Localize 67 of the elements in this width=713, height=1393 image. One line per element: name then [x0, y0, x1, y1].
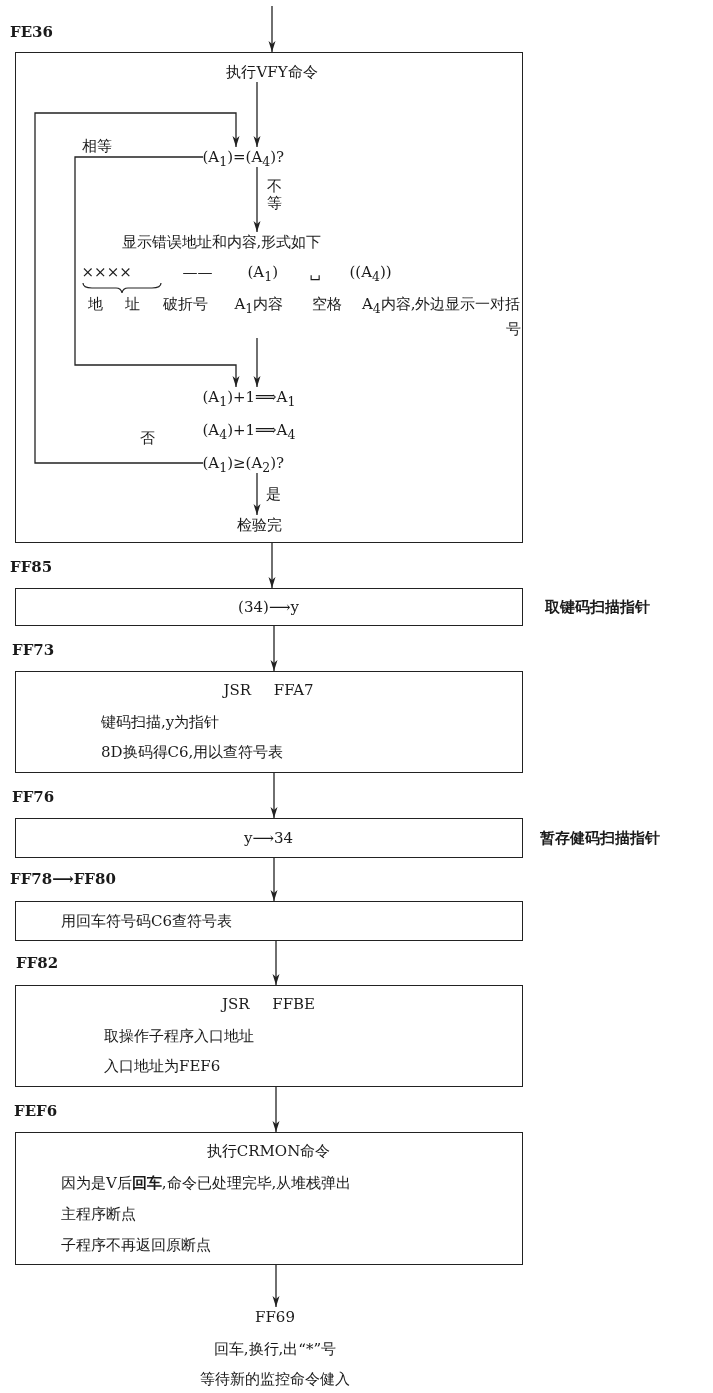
step-text: 显示错误地址和内容,形式如下 [121, 231, 323, 252]
arrow [268, 542, 276, 589]
process-box [15, 588, 523, 626]
edge-label: 是 [266, 484, 281, 504]
side-note: FE36 [10, 22, 53, 42]
arrow [74, 156, 240, 388]
step-text: 回车,换行,出“*”号 [212, 1339, 338, 1359]
side-note: 暂存健码扫描指针 [540, 828, 660, 848]
side-note: FF76 [12, 787, 55, 807]
step-text: 地址 [87, 293, 158, 314]
step-text: 执行VFY命令 [209, 61, 335, 82]
process-box [15, 818, 523, 858]
step-text: (A$_{1}$) [247, 261, 279, 286]
process-box [15, 901, 523, 941]
edge-label: 不等 [267, 178, 282, 211]
step-text: 因为是V后回车,命令已处理完毕,从堆栈弹出 [61, 1173, 353, 1193]
step-text: A$_{4}$内容,外边显示一对括号 [360, 293, 521, 339]
step-text: A$_{1}$内容 [234, 293, 285, 318]
step-text: y⟶34 [242, 828, 295, 848]
arrow [253, 472, 261, 516]
step-text: 空格 [311, 293, 343, 314]
box-heading: JSR FFA7 [221, 680, 315, 700]
arrow [270, 772, 278, 819]
side-note: FF82 [16, 953, 59, 973]
side-note: FF78⟶FF80 [10, 869, 116, 889]
step-text: 检验完 [224, 514, 295, 535]
arrow [272, 1086, 280, 1133]
step-text: FF69 [254, 1307, 296, 1327]
arrow [253, 81, 261, 148]
box-heading: JSR FFBE [219, 994, 317, 1014]
edge-label: 相等 [82, 136, 112, 156]
arrow [270, 857, 278, 902]
arrow [268, 5, 276, 53]
arrow [253, 166, 261, 233]
step-text: 8D换码得C6,用以查符号表 [101, 742, 285, 762]
process-box [15, 671, 523, 773]
step-text: 用回车符号码C6查符号表 [61, 911, 234, 931]
arrow [253, 337, 261, 388]
arrow [272, 940, 280, 986]
arrow [34, 112, 240, 464]
side-note: FEF6 [14, 1101, 58, 1121]
step-text: (34)⟶y [237, 597, 300, 617]
step-text: —— [182, 261, 214, 282]
arrow [270, 625, 278, 672]
step-text: (A$_{1}$)≥(A$_{2}$)? [202, 452, 328, 473]
process-box [15, 52, 523, 543]
step-text: 入口地址为FEF6 [104, 1056, 222, 1076]
step-text: ((A$_{4}$)) [349, 261, 393, 286]
step-text: (A$_{1}$)=(A$_{4}$)? [202, 146, 328, 167]
side-note: 取键码扫描指针 [545, 597, 650, 617]
edge-label: 否 [140, 428, 155, 448]
side-note: FF85 [10, 557, 53, 577]
step-text: 主程序断点 [61, 1204, 137, 1224]
step-text: (A$_{4}$)+1⟹A$_{4}$ [202, 419, 348, 440]
step-text: 取操作子程序入口地址 [104, 1026, 255, 1046]
step-text: 子程序不再返回原断点 [61, 1235, 212, 1255]
side-note: FF73 [12, 640, 55, 660]
arrow [272, 1264, 280, 1308]
process-box [15, 1132, 523, 1265]
step-text: ×××× [81, 261, 133, 282]
box-heading: 执行CRMON命令 [205, 1141, 332, 1161]
step-text: (A$_{1}$)+1⟹A$_{1}$ [202, 386, 348, 407]
step-text: 等待新的监控命令健入 [199, 1369, 351, 1389]
step-text: ␣ [309, 261, 322, 282]
step-text: 键码扫描,y为指针 [101, 712, 221, 732]
step-text: 破折号 [162, 293, 209, 314]
process-box [15, 985, 523, 1087]
